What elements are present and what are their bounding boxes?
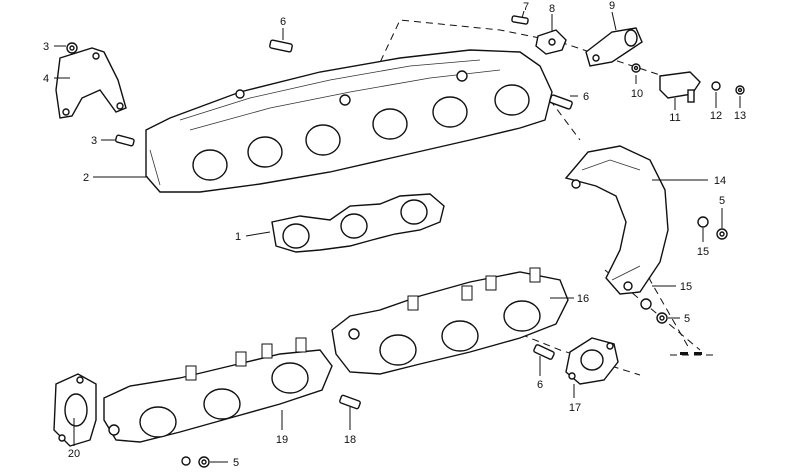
callout-5: 3: [43, 41, 49, 53]
callout-6: 6: [583, 91, 589, 103]
callout-5: 5: [684, 313, 690, 325]
flange-gasket-part: [565, 337, 619, 385]
marker-part: [680, 352, 702, 355]
stud-part: [533, 344, 555, 360]
washer-part: [711, 81, 745, 95]
callout-20: 20: [68, 448, 80, 460]
callout-5: 5: [233, 457, 239, 469]
callout-8: 8: [549, 3, 555, 15]
sensor-part: [659, 71, 701, 103]
stud-part: [549, 94, 573, 110]
callout-4: 4: [43, 73, 49, 85]
callout-3: 3: [91, 135, 97, 147]
callout-labels: 3 4 3 2 6 7 8 9 10 11 12 13 6 14 1 5 15 …: [43, 0, 746, 469]
washer-part: [631, 63, 641, 73]
callout-11: 11: [669, 112, 680, 124]
washer-part: [640, 216, 709, 310]
nut-part: [656, 228, 728, 324]
callout-15: 15: [680, 281, 692, 293]
callout-17: 17: [569, 402, 581, 414]
callout-15: 15: [697, 246, 709, 258]
elbow-pipe-part: [564, 145, 669, 295]
nut-part: [66, 42, 78, 54]
intake-manifold-part: [145, 49, 553, 193]
callout-19: 19: [276, 434, 288, 446]
callout-9: 9: [609, 0, 615, 12]
stud-part: [511, 15, 529, 25]
callout-6: 6: [537, 379, 543, 391]
callout-18: 18: [344, 434, 356, 446]
callout-2: 2: [83, 172, 89, 184]
nut-part: [181, 456, 210, 468]
housing-cap-part: [535, 29, 567, 55]
flange-gasket-part: [53, 373, 97, 447]
callout-16: 16: [577, 293, 589, 305]
callout-6: 6: [280, 16, 286, 28]
exhaust-manifold-part: [103, 337, 333, 443]
gasket-part: [271, 193, 445, 253]
water-outlet-part: [585, 27, 643, 67]
callout-5: 5: [719, 195, 725, 207]
exhaust-manifold-part: [331, 267, 569, 375]
callout-14: 14: [714, 175, 726, 187]
callout-7: 7: [523, 1, 529, 13]
callout-10: 10: [631, 88, 643, 100]
bracket-part: [55, 47, 127, 119]
callout-13: 13: [734, 110, 746, 122]
stud-part: [115, 134, 135, 147]
stud-part: [339, 394, 361, 410]
callout-12: 12: [710, 110, 722, 122]
stud-part: [269, 39, 293, 53]
leader-lines: [54, 10, 741, 463]
callout-1: 1: [235, 231, 241, 243]
